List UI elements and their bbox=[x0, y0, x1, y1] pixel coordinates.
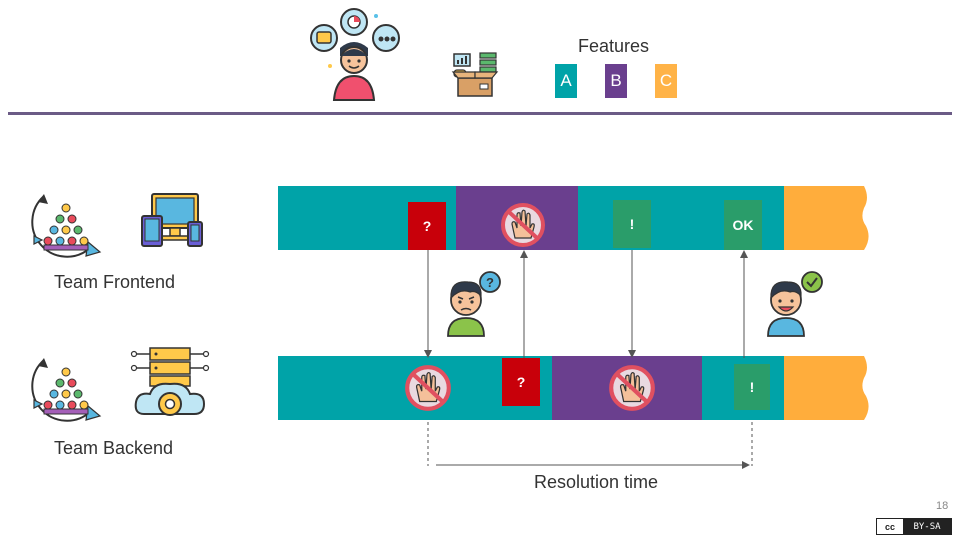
stop-hand-icon bbox=[606, 364, 658, 412]
feature-c-swatch: C bbox=[655, 64, 677, 98]
deployment-box-icon bbox=[450, 50, 500, 100]
exclamation-card: ! bbox=[734, 364, 770, 410]
lane-segment-feature-c bbox=[784, 186, 869, 250]
feature-a-swatch: A bbox=[555, 64, 577, 98]
resolution-time-label: Resolution time bbox=[534, 472, 659, 492]
frontend-devices-icon bbox=[140, 190, 206, 250]
question-card: ? bbox=[408, 202, 446, 250]
stop-hand-icon bbox=[498, 202, 548, 248]
license-type: BY-SA bbox=[903, 519, 951, 534]
ok-card: OK bbox=[724, 200, 762, 250]
exclamation-card: ! bbox=[613, 200, 651, 248]
team-backend-label: Team Backend bbox=[54, 438, 174, 458]
svg-text:?: ? bbox=[486, 275, 494, 290]
cc-logo: cc bbox=[884, 521, 895, 532]
frontend-feature-lane: ? ! OK bbox=[278, 186, 870, 250]
backend-server-cloud-icon bbox=[130, 346, 210, 424]
question-card: ? bbox=[502, 358, 540, 406]
team-frontend-label: Team Frontend bbox=[54, 272, 176, 292]
stop-hand-icon bbox=[402, 364, 454, 412]
team-agile-cycle-icon bbox=[28, 350, 104, 426]
features-title: Features bbox=[578, 36, 650, 56]
header-divider bbox=[8, 112, 952, 115]
cc-license-badge: cc BY-SA bbox=[876, 518, 952, 535]
happy-developer-icon bbox=[760, 270, 824, 338]
team-agile-cycle-icon bbox=[28, 186, 104, 262]
lane-segment-feature-c bbox=[784, 356, 869, 420]
feature-b-swatch: B bbox=[605, 64, 627, 98]
confused-developer-icon: ? bbox=[440, 270, 502, 338]
page-number: 18 bbox=[936, 500, 949, 512]
developer-illustration-icon bbox=[306, 6, 402, 102]
backend-feature-lane: ? ! bbox=[278, 356, 870, 420]
